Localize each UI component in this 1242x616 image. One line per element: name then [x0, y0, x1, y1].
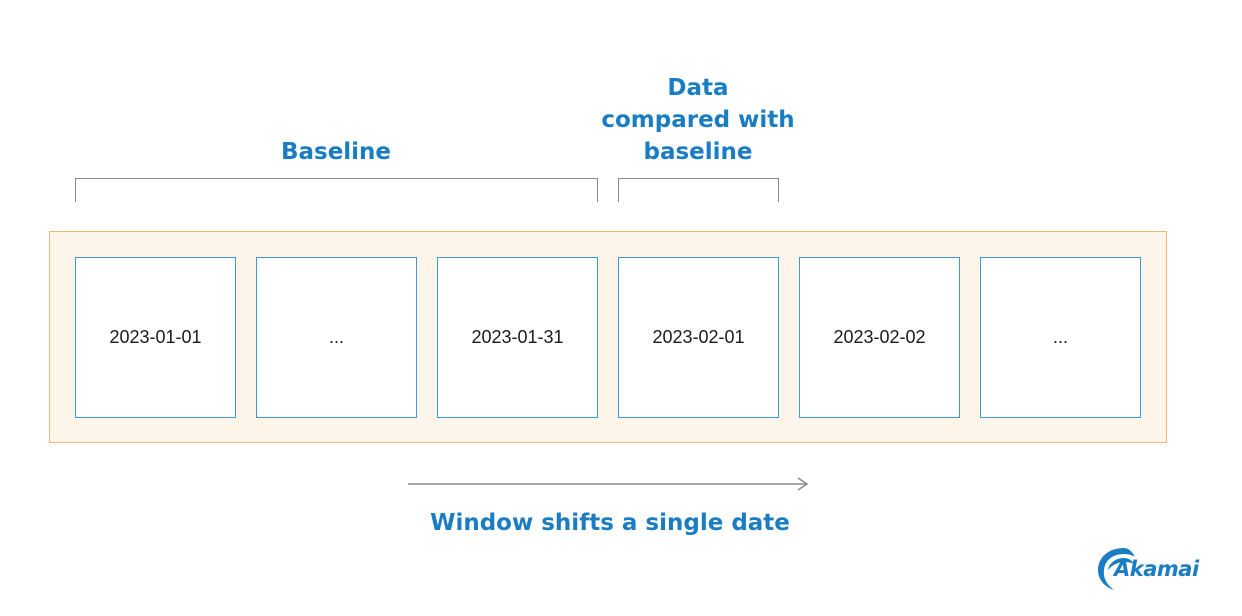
date-box: 2023-02-02 [799, 257, 960, 418]
date-box: 2023-01-31 [437, 257, 598, 418]
shift-arrow [408, 477, 809, 491]
akamai-inner-swoosh-icon [1108, 558, 1134, 570]
compared-data-label-line-3: baseline [643, 139, 753, 165]
date-box: 2023-02-01 [618, 257, 779, 418]
akamai-logo-text: Akamai [1114, 557, 1199, 581]
compared-data-label: Data compared with baseline [598, 72, 798, 168]
compared-data-bracket [618, 178, 779, 202]
baseline-label: Baseline [280, 139, 392, 165]
akamai-swoosh-icon [1098, 548, 1135, 590]
date-box: 2023-01-01 [75, 257, 236, 418]
baseline-bracket [75, 178, 598, 202]
akamai-logo [1098, 548, 1135, 590]
compared-data-label-line-1: Data [667, 75, 729, 101]
date-box: ... [256, 257, 417, 418]
date-box: ... [980, 257, 1141, 418]
window-shift-label: Window shifts a single date [430, 510, 790, 536]
compared-data-label-line-2: compared with [601, 107, 795, 133]
